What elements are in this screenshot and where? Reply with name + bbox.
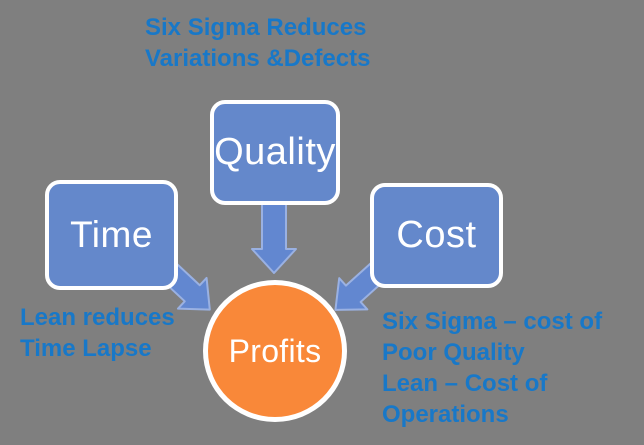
- node-cost-label: Cost: [396, 214, 477, 256]
- annotation-six-sigma-reduces: Six Sigma Reduces Variations &Defects: [145, 14, 371, 72]
- node-quality-label: Quality: [214, 131, 336, 173]
- annotation-cost-of-quality: Six Sigma – cost of Poor Quality Lean – …: [382, 308, 603, 428]
- node-quality: Quality: [210, 100, 340, 205]
- node-profits-label: Profits: [228, 332, 322, 369]
- node-cost: Cost: [370, 183, 503, 288]
- arrow-quality-to-profits-icon: [251, 199, 297, 274]
- node-time: Time: [45, 180, 178, 290]
- annotation-lean-reduces: Lean reduces Time Lapse: [20, 304, 175, 362]
- node-time-label: Time: [70, 214, 153, 255]
- node-profits: Profits: [203, 280, 347, 422]
